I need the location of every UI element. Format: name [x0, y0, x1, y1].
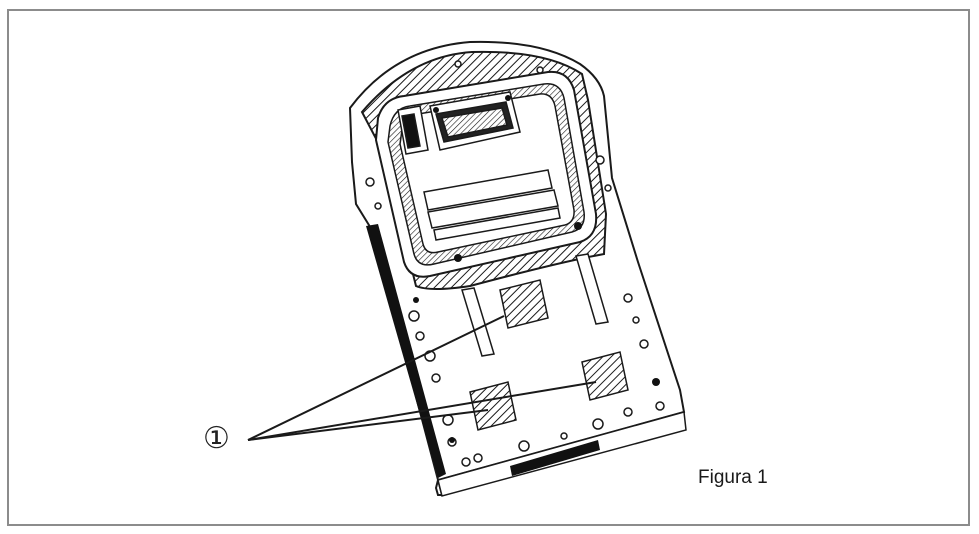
- left-edge-strip: [366, 224, 446, 478]
- callout-leaders: [247, 315, 597, 441]
- callout-number-1: ①: [203, 421, 230, 456]
- bottom-rail: [510, 440, 600, 476]
- pad-left: [469, 381, 517, 431]
- pad-right: [581, 351, 629, 401]
- figure-caption: Figura 1: [698, 467, 768, 488]
- pad-top: [499, 279, 549, 329]
- connector-block: [429, 91, 521, 151]
